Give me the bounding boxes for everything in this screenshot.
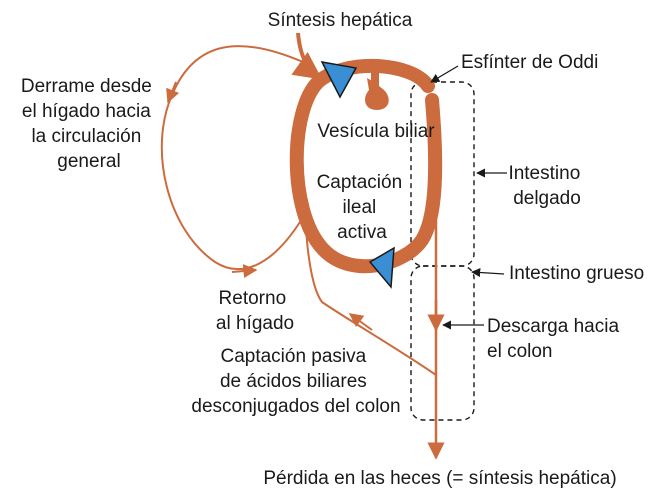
large-intestine-box [410, 265, 475, 421]
spillover-loop [160, 45, 304, 271]
label-derrame: Derrame desde el hígado hacia la circula… [21, 76, 157, 172]
label-retorno: Retorno al hígado [216, 288, 294, 334]
label-descarga: Descarga hacia el colon [487, 316, 624, 362]
spillover-arrow-right [231, 264, 258, 279]
gallbladder [365, 78, 389, 110]
flow-triangle-top [320, 60, 358, 99]
label-vesicula: Vesícula biliar [317, 121, 435, 142]
passive-uptake-line [305, 227, 437, 376]
label-captacion-pasiva: Captación pasiva de ácidos biliares desc… [191, 346, 400, 417]
passive-uptake-arrow [348, 313, 373, 331]
spillover-arrow-down [166, 81, 180, 104]
label-sintesis: Síntesis hepática [268, 10, 413, 31]
oddi-pointer [430, 65, 459, 83]
label-captacion-ileal: Captación ileal activa [317, 172, 408, 243]
label-perdida: Pérdida en las heces (= síntesis hepátic… [263, 468, 616, 489]
label-oddi: Esfínter de Oddi [461, 52, 598, 73]
large-intestine-pointer [471, 267, 505, 278]
gallbladder-stem [371, 70, 379, 86]
label-intestino-grueso: Intestino grueso [509, 263, 644, 284]
label-intestino-delgado: Intestino delgado [508, 163, 585, 209]
flow-triangle-bottom [368, 246, 395, 289]
synthesis-arrow [291, 32, 323, 80]
